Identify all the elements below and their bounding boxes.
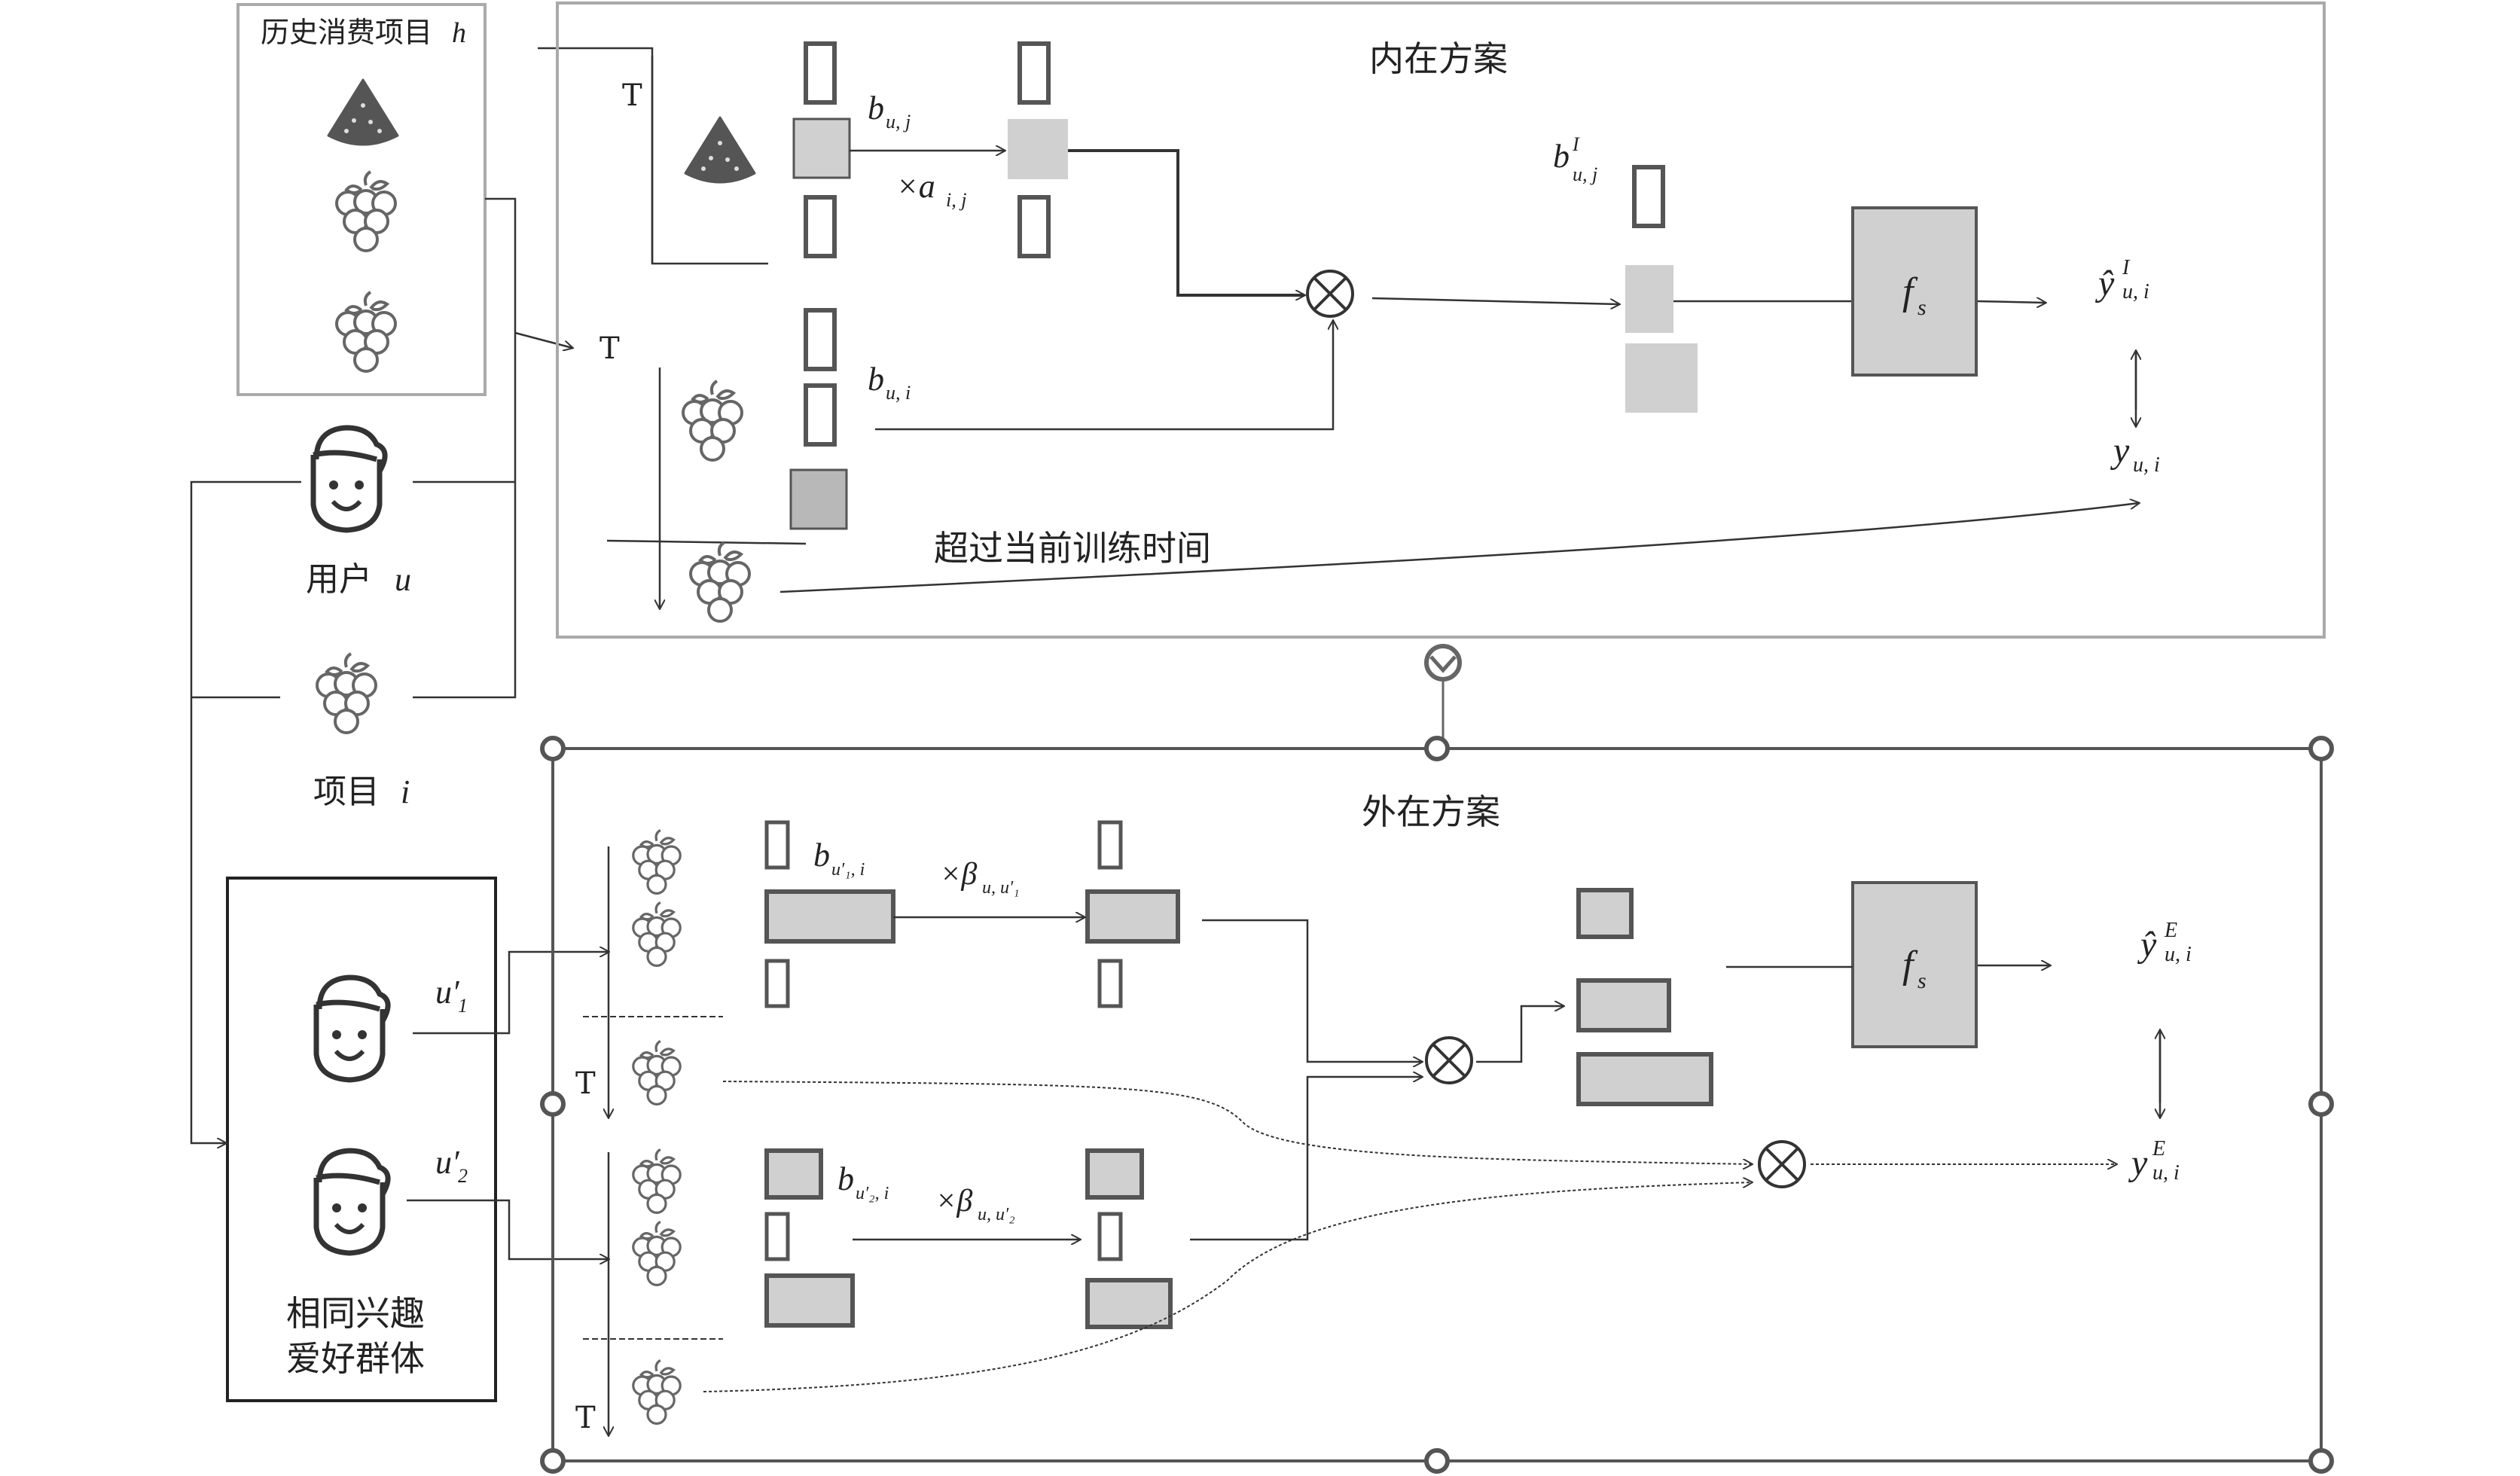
svg-text:I: I [2122, 256, 2131, 279]
b-uj-label: b [868, 90, 884, 127]
beyond-time-label: 超过当前训练时间 [934, 528, 1211, 569]
t-label-4: T [575, 1401, 596, 1435]
svg-text:u, i: u, i [2133, 453, 2160, 477]
extrinsic-title: 外在方案 [1362, 791, 1500, 832]
b-ui-label: b [868, 361, 884, 398]
svg-text:u, u′₁: u, u′₁ [982, 878, 1020, 898]
svg-text:s: s [1917, 968, 1927, 993]
svg-text:E: E [2164, 919, 2177, 942]
group-line2: 爱好群体 [286, 1338, 425, 1379]
u2-label: u′ [435, 1144, 460, 1181]
grape-icon [632, 1359, 682, 1426]
svg-text:s: s [1917, 295, 1927, 320]
item-label: 项目 [313, 773, 380, 811]
t-label-1: T [622, 78, 642, 113]
svg-text:u, j: u, j [1573, 163, 1597, 185]
watermelon-icon [684, 116, 756, 184]
rotate-handle-icon[interactable] [1424, 644, 1462, 749]
grape-icon [632, 1148, 682, 1215]
svg-text:I: I [1572, 133, 1580, 155]
grape-icon [632, 1039, 682, 1106]
group-box: u′ 1 u′ 2 相同兴趣 爱好群体 [226, 877, 497, 1402]
left-connectors [190, 47, 768, 1259]
y-E-label: y [2128, 1143, 2148, 1183]
history-var: h [452, 17, 466, 49]
otimes-icon [1758, 1140, 1806, 1188]
intrinsic-title: 内在方案 [1369, 38, 1508, 79]
otimes-icon [1306, 270, 1354, 318]
svg-text:u, i: u, i [2152, 1161, 2180, 1185]
svg-text:u, i: u, i [886, 382, 911, 404]
svg-text:u, j: u, j [886, 111, 911, 133]
grape-icon [632, 828, 682, 895]
selection-handles[interactable] [540, 736, 2334, 1474]
yhat-I-label: ŷ [2094, 264, 2115, 303]
t-label-3: T [575, 1066, 596, 1101]
t-label-2: T [599, 331, 620, 366]
b-u1-label: b [813, 837, 830, 874]
bI-label: b [1553, 138, 1570, 175]
user-var: u [395, 561, 411, 598]
grape-icon [682, 380, 743, 462]
svg-text:i, j: i, j [946, 189, 966, 211]
grape-icon [689, 541, 751, 623]
svg-text:2: 2 [458, 1165, 468, 1187]
intrinsic-panel: 内在方案 T T b u, j ×a i, j b u, i [556, 2, 2326, 639]
svg-text:u, i: u, i [2165, 943, 2192, 966]
b-u2-label: b [837, 1160, 854, 1197]
history-title: 历史消费项目 [261, 16, 432, 49]
svg-text:u′₂, i: u′₂, i [856, 1184, 889, 1203]
beta2-label: ×β [935, 1184, 972, 1218]
otimes-icon [1425, 1036, 1473, 1084]
svg-text:u, i: u, i [2122, 280, 2149, 303]
y-E-sup: E [2152, 1137, 2165, 1160]
item-grape-icon [316, 652, 377, 734]
yhat-E-label: ŷ [2137, 925, 2157, 965]
y-label: y [2110, 431, 2130, 471]
extrinsic-panel: 外在方案 T T b u′₁, i ×β u, u′₁ [540, 736, 2334, 1474]
history-box: 历史消费项目 h [236, 3, 487, 396]
user-face-icon [313, 428, 385, 530]
item-var: i [401, 773, 410, 810]
user-label: 用户 [306, 560, 372, 599]
a-ij-label: ×a [896, 168, 935, 205]
grape-icon [632, 1220, 682, 1287]
svg-text:u, u′₂: u, u′₂ [978, 1205, 1015, 1224]
grape-icon [632, 901, 682, 968]
svg-text:u′₁, i: u′₁, i [831, 860, 865, 880]
svg-text:1: 1 [458, 995, 468, 1017]
beta1-label: ×β [940, 857, 977, 892]
group-line1: 相同兴趣 [286, 1293, 425, 1334]
u1-label: u′ [435, 974, 460, 1011]
